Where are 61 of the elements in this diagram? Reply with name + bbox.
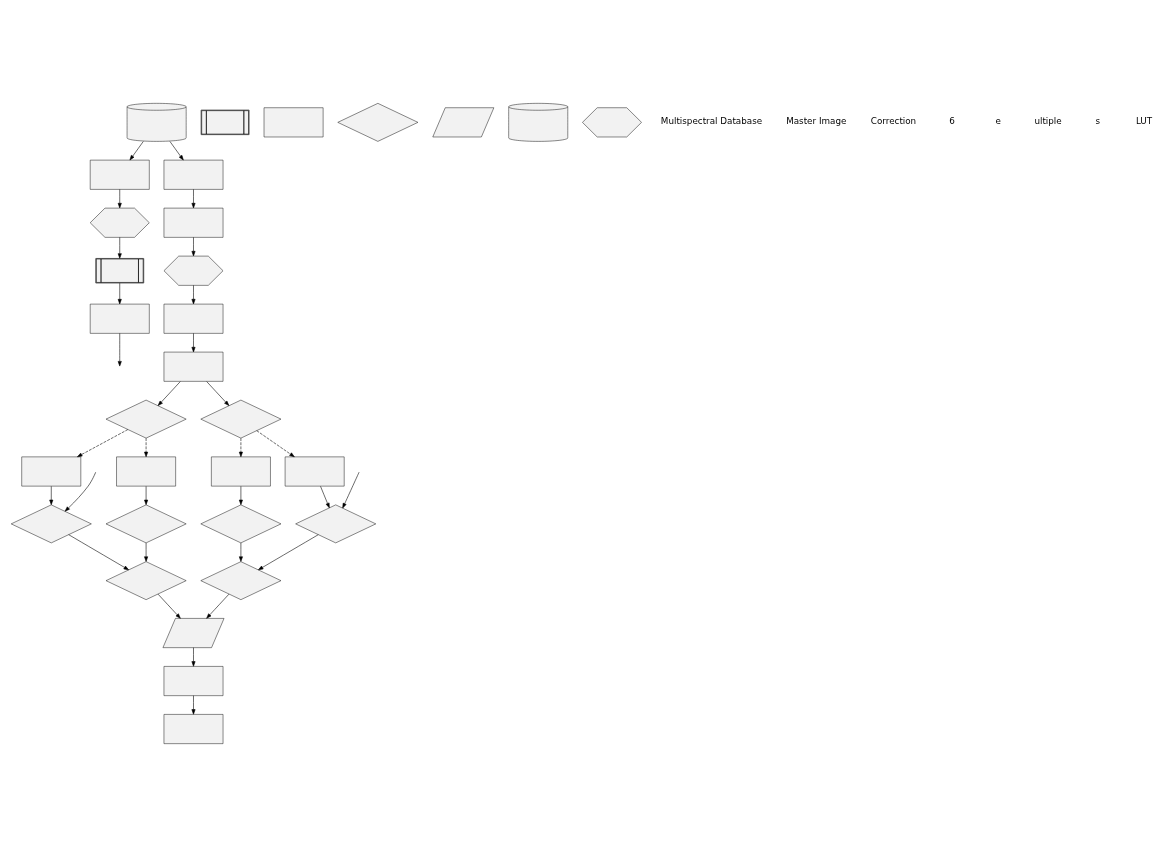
- arrow: [144, 437, 149, 457]
- node-box: [263, 107, 324, 137]
- node-box: [163, 207, 224, 238]
- node-box: [163, 665, 224, 696]
- label: LUT: [1135, 115, 1153, 126]
- arrow: [117, 282, 122, 304]
- arrow: [169, 140, 184, 160]
- node-parallelogram: [432, 107, 495, 137]
- arrow: [191, 332, 196, 352]
- node-box: [116, 456, 176, 486]
- arrow: [191, 646, 196, 667]
- arrow: [144, 485, 149, 505]
- arrow: [157, 593, 181, 619]
- arrow: [117, 332, 122, 366]
- node-hexagon: [89, 207, 150, 238]
- arrow: [191, 694, 196, 715]
- arrow: [117, 188, 122, 208]
- arrow: [77, 428, 129, 457]
- arrow: [238, 485, 243, 505]
- arrow: [117, 236, 122, 259]
- arrow: [157, 380, 181, 406]
- node-box: [284, 456, 345, 486]
- arrow: [64, 471, 96, 511]
- node-box: [21, 456, 82, 486]
- label: ultiple: [1034, 115, 1062, 126]
- node-diamond: [105, 560, 187, 600]
- node-box: [163, 713, 224, 744]
- arrow: [206, 380, 230, 406]
- node-hexagon: [163, 255, 224, 286]
- node-diamond: [105, 504, 187, 543]
- node-box: [163, 351, 224, 382]
- node-box: [89, 159, 150, 190]
- node-parallelogram: [162, 617, 225, 648]
- label: Multispectral Database: [660, 115, 763, 126]
- arrow: [258, 533, 319, 570]
- label: Master Image: [786, 115, 847, 126]
- label: Correction: [870, 115, 917, 126]
- label: e: [995, 115, 1001, 126]
- arrow: [238, 437, 243, 457]
- arrow: [68, 533, 129, 570]
- arrow: [49, 485, 54, 505]
- arrow: [342, 471, 360, 508]
- node-diamond: [200, 504, 282, 543]
- arrow: [320, 485, 330, 508]
- arrow: [191, 188, 196, 208]
- label: s: [1095, 115, 1101, 126]
- node-box: [211, 456, 271, 486]
- node-diamond: [337, 102, 419, 142]
- arrow: [238, 542, 243, 562]
- label: 6: [949, 115, 955, 126]
- arrow: [129, 140, 144, 160]
- node-box: [163, 303, 224, 334]
- arrow: [206, 593, 230, 619]
- node-box: [163, 159, 224, 190]
- arrow: [191, 284, 196, 304]
- arrow: [256, 429, 295, 457]
- node-diamond: [200, 560, 282, 600]
- arrow: [191, 236, 196, 256]
- arrow: [144, 542, 149, 562]
- node-box: [89, 303, 150, 334]
- node-hexagon: [582, 107, 642, 137]
